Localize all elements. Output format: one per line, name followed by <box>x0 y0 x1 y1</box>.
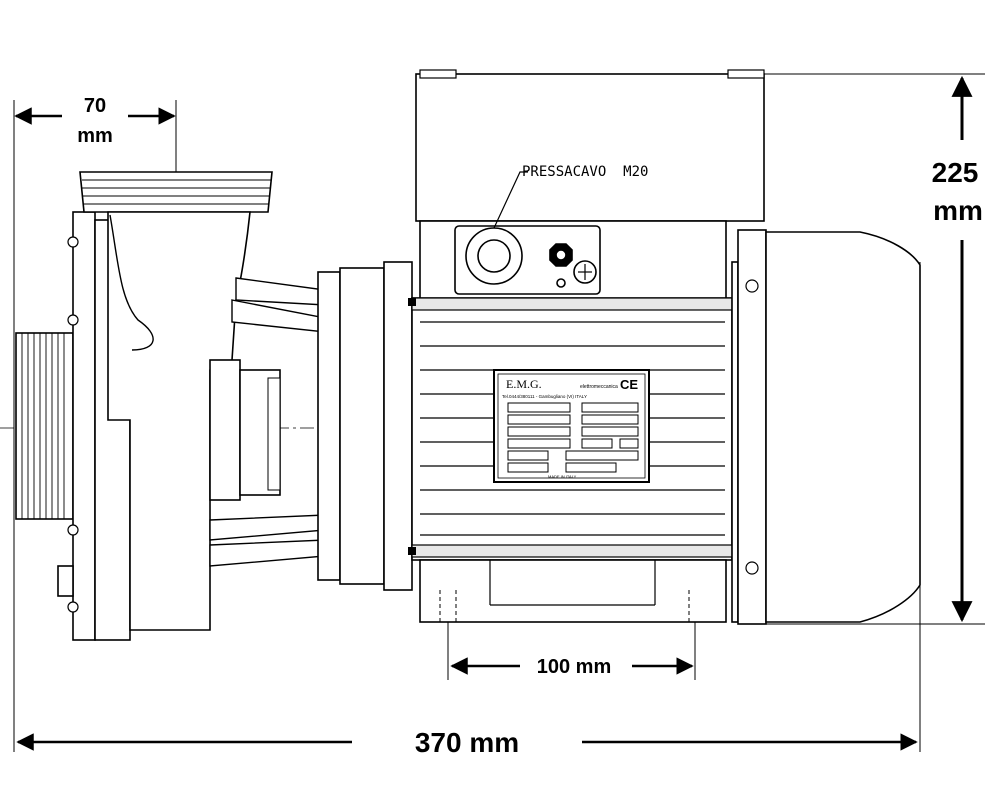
dimension-height-unit: mm <box>933 195 983 226</box>
dimension-height-value: 225 <box>932 157 979 188</box>
nameplate-ce-mark: CE <box>620 377 638 392</box>
nameplate-contact: Tel.0444/380111 - Gambugliano (VI) ITALY <box>502 394 587 399</box>
dimension-inlet-offset-value: 70 <box>84 95 106 117</box>
nameplate-subtitle: elettromeccanica <box>580 384 618 390</box>
dimension-total-length-label: 370 mm <box>415 727 519 758</box>
dimension-height: 225 mm <box>932 75 983 623</box>
motor-body <box>411 69 921 625</box>
dimension-foot-spacing-label: 100 mm <box>537 656 612 678</box>
motor-bolts <box>408 298 416 555</box>
nameplate: E.M.G. elettromeccanica CE Tel.0444/3801… <box>493 369 650 483</box>
dimension-inlet-offset: 70 mm <box>14 95 176 147</box>
cable-gland-label: PRESSACAVO M20 <box>522 164 648 180</box>
pump-head <box>15 171 413 641</box>
nameplate-brand: E.M.G. <box>506 377 542 391</box>
cable-gland <box>465 227 597 288</box>
dimension-total-length: 370 mm <box>16 727 918 758</box>
dimension-foot-spacing: 100 mm <box>450 656 694 678</box>
nameplate-footer: MADE IN ITALY <box>548 474 577 479</box>
cable-gland-callout: PRESSACAVO M20 <box>493 164 648 229</box>
dimension-inlet-offset-unit: mm <box>77 125 113 147</box>
